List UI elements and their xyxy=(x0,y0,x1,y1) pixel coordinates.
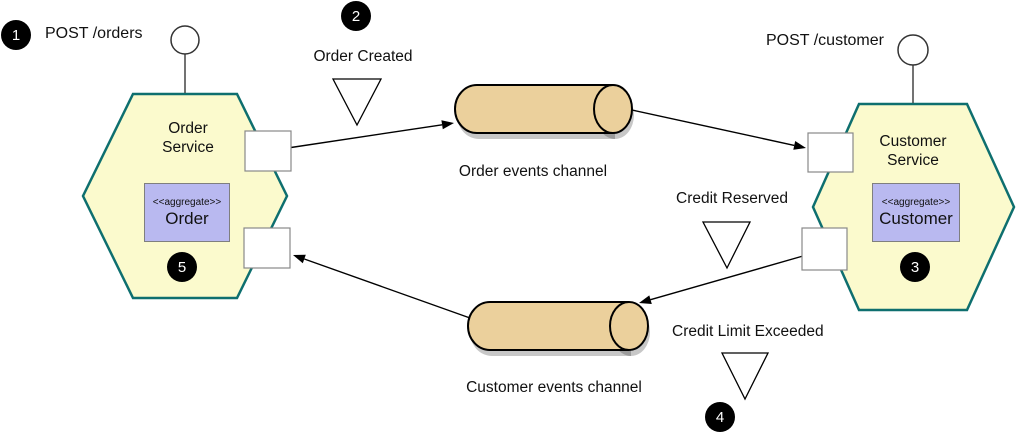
order-aggregate-box: <<aggregate>> Order xyxy=(144,183,230,242)
customer-service-in-port xyxy=(807,132,854,173)
order-rest-interface-icon xyxy=(170,25,200,55)
order-created-message-icon xyxy=(331,78,383,127)
customer-channel-to-order-arrow xyxy=(293,254,471,319)
post-orders-label: POST /orders xyxy=(45,25,143,42)
credit-limit-exceeded-message-icon xyxy=(720,352,770,401)
customer-service-name: Customer Service xyxy=(879,133,947,169)
order-events-channel-label: Order events channel xyxy=(458,163,608,180)
customer-events-channel-cap xyxy=(609,301,649,351)
credit-limit-exceeded-label: Credit Limit Exceeded xyxy=(672,323,824,340)
customer-events-channel-label: Customer events channel xyxy=(466,379,642,396)
order-channel-to-customer-arrow xyxy=(631,109,806,150)
order-service-name: Order Service xyxy=(162,120,214,156)
step-badge-3: 3 xyxy=(900,252,930,282)
credit-event-arrow xyxy=(639,255,804,304)
customer-rest-interface-icon xyxy=(897,34,929,66)
order-events-channel-cylinder xyxy=(454,84,613,134)
order-aggregate-stereotype: <<aggregate>> xyxy=(152,197,222,208)
customer-aggregate-name: Customer xyxy=(879,209,953,228)
credit-reserved-label: Credit Reserved xyxy=(676,190,788,207)
step-badge-5: 5 xyxy=(167,252,197,282)
customer-events-channel-cylinder xyxy=(467,301,629,351)
order-service-out-port xyxy=(244,130,292,172)
order-created-arrow xyxy=(290,120,454,149)
order-created-label: Order Created xyxy=(313,48,413,65)
order-events-channel-cap xyxy=(593,84,633,134)
step-badge-1: 1 xyxy=(1,20,31,50)
order-aggregate-name: Order xyxy=(165,209,209,228)
step-badge-2: 2 xyxy=(341,1,371,31)
customer-aggregate-stereotype: <<aggregate>> xyxy=(881,197,951,208)
post-customer-label: POST /customer xyxy=(766,32,884,49)
customer-service-out-port xyxy=(801,227,848,271)
customer-aggregate-box: <<aggregate>> Customer xyxy=(872,183,960,242)
credit-reserved-message-icon xyxy=(701,221,752,270)
step-badge-4: 4 xyxy=(705,402,735,432)
order-service-in-port xyxy=(243,227,291,269)
